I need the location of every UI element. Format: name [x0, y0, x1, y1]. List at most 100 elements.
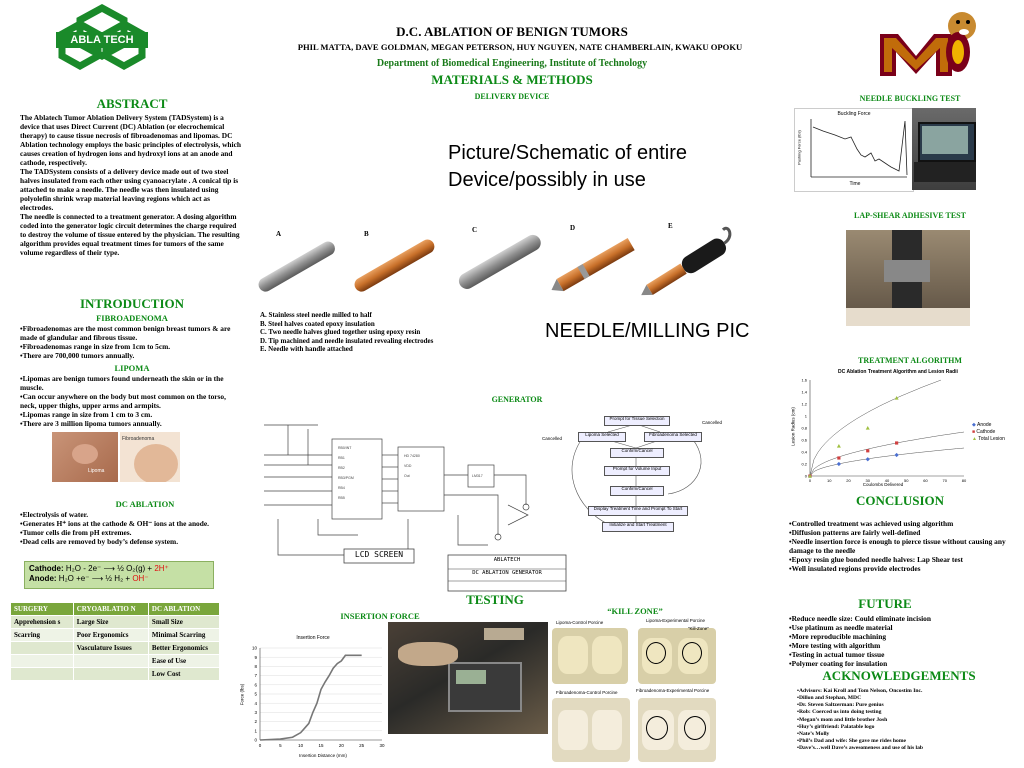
list-item: •Polymer coating for insulation — [789, 659, 888, 669]
acknowledgements-list: •Advisors: Kai Kroll and Tom Nelson, Onc… — [797, 688, 1011, 752]
needle-letter: D — [570, 224, 576, 232]
y-tick-label: 0 — [805, 474, 808, 479]
cathode-rhs: ½ O₂(g) + — [117, 564, 153, 573]
poster-authors: PHIL MATTA, DAVE GOLDMAN, MEGAN PETERSON… — [297, 42, 743, 52]
x-tick-label: 20 — [846, 478, 851, 483]
data-point-cathode — [866, 449, 870, 453]
x-tick-label: 10 — [827, 478, 832, 483]
needle-b — [354, 239, 435, 292]
list-item: •Generates H⁺ ions at the cathode & OH⁻ … — [20, 519, 209, 529]
cathode-product: 2H⁺ — [154, 564, 169, 573]
table-cell — [72, 654, 149, 668]
needle-e — [641, 226, 732, 296]
table-cell: Poor Ergonomics — [72, 628, 149, 642]
svg-text:RB5: RB5 — [338, 496, 345, 500]
abstract-paragraph: The needle is connected to a treatment g… — [20, 212, 240, 258]
umn-mascot-logo — [876, 4, 988, 80]
abstract-paragraph: The TADSystem consists of a delivery dev… — [20, 167, 239, 213]
conclusion-list: •Controlled treatment was achieved using… — [789, 519, 1011, 573]
table-cell — [10, 667, 74, 681]
needle-letter: E — [668, 222, 673, 230]
list-item: •Tumor cells die from pH extremes. — [20, 528, 132, 538]
flow-lipoma: Lipoma Selected — [578, 432, 626, 442]
introduction-heading: INTRODUCTION — [79, 296, 184, 311]
lap-shear-photo — [846, 230, 970, 326]
legend-item: ▲ Total Lesion — [972, 435, 1005, 442]
list-item: •Dr. Steven Saltzerman: Pure genius — [797, 702, 884, 709]
flow-cancelled-label: Cancelled — [542, 436, 563, 441]
x-tick-label: 10 — [298, 743, 304, 748]
table-cell: Better Ergonomics — [147, 641, 221, 655]
list-item: •Testing in actual tumor tissue — [789, 650, 885, 660]
future-heading: FUTURE — [858, 596, 912, 611]
needle-c — [458, 234, 541, 289]
flow-display: Display Treatment Time and Prompt To Sta… — [588, 506, 688, 516]
flow-confirm: Confirm/Cancel — [610, 448, 664, 458]
x-tick-label: 30 — [866, 478, 871, 483]
ablatech-logo: ABLA TECH — [52, 4, 152, 76]
abstract-heading: ABSTRACT — [96, 96, 168, 111]
cathode-lhs: H₂O - 2e⁻ — [65, 564, 102, 573]
list-item: •Huy’s girlfriend: Palatable logo — [797, 723, 875, 730]
list-item: •Can occur anywhere on the body but most… — [20, 392, 226, 411]
chart-title: Buckling Force — [837, 111, 871, 117]
y-tick-label: 1 — [254, 728, 257, 733]
chart-legend: ◆ Anode ■ Cathode ▲ Total Lesion — [972, 422, 1005, 442]
treatment-algorithm-heading: TREATMENT ALGORITHM — [858, 356, 962, 365]
lap-shear-heading: LAP-SHEAR ADHESIVE TEST — [854, 211, 966, 220]
svg-text:RB3/PGM: RB3/PGM — [338, 476, 354, 480]
table-cell: Ease of Use — [147, 654, 221, 668]
svg-text:VDD: VDD — [404, 464, 412, 468]
dc-ablation-heading: DC ABLATION — [115, 499, 175, 509]
cathode-equation: Cathode: H₂O - 2e⁻ ⟶ ½ O₂(g) + 2H⁺ — [29, 564, 169, 573]
kz-caption: Lipoma-Control Porcine — [556, 620, 604, 625]
fibroadenoma-heading: FIBROADENOMA — [96, 313, 168, 323]
y-tick-label: 0.4 — [801, 450, 807, 455]
data-point-total-lesion — [894, 396, 899, 400]
acknowledgements-heading: ACKNOWLEDGEMENTS — [822, 668, 976, 683]
svg-text:RB0/INT: RB0/INT — [338, 446, 352, 450]
future-list: •Reduce needle size: Could eliminate inc… — [789, 614, 1011, 668]
data-point-anode — [894, 452, 899, 458]
lipoma-photo: Lipoma — [52, 432, 118, 482]
x-tick-label: 15 — [318, 743, 324, 748]
kill-zone-marker: “Kill-Zone” — [688, 626, 709, 631]
trendline — [809, 379, 941, 477]
title-block-name: DC ABLATION GENERATOR — [472, 570, 542, 576]
data-point-cathode — [895, 441, 899, 445]
table-header: SURGERY — [10, 602, 74, 616]
buckling-chart: Buckling Force Time Pushing Force (lbs) — [794, 108, 914, 192]
data-point-anode — [865, 457, 870, 462]
legend-item: ■ Cathode — [972, 428, 996, 435]
flow-volume: Prompt for Volume Input — [604, 466, 670, 476]
cathode-label: Cathode — [29, 564, 61, 573]
list-item: B. Steel halves coated epoxy insulation — [260, 319, 375, 328]
chart-title: Insertion Force — [296, 635, 330, 641]
chart-ylabel: Force (lbs) — [239, 683, 245, 706]
generator-heading: GENERATOR — [491, 395, 543, 404]
needle-illustrations: A B C D E — [256, 220, 756, 300]
buckling-test-photo — [912, 108, 976, 190]
list-item: •Phil’s Dad and wife: She gave me rides … — [797, 738, 906, 745]
table-cell — [10, 654, 74, 668]
list-item: A. Stainless steel needle milled to half — [260, 311, 372, 319]
lipoma-control-photo — [552, 628, 628, 684]
list-item: •More reproducible machining — [789, 632, 887, 642]
trendline — [809, 431, 965, 477]
kill-zone-photos: Lipoma-Control Porcine Lipoma-Experiment… — [552, 618, 716, 766]
anode-label: Anode — [29, 574, 54, 584]
table-cell — [10, 641, 74, 655]
needle-letter: B — [364, 230, 369, 238]
list-item: •Fibroadenomas are the most common benig… — [20, 324, 231, 343]
chart-title: DC Ablation Treatment Algorithm and Lesi… — [838, 369, 958, 375]
x-tick-label: 60 — [923, 478, 928, 483]
svg-text:LM317: LM317 — [472, 474, 483, 478]
lipoma-list: •Lipomas are benign tumors found underne… — [20, 374, 242, 428]
y-tick-label: 10 — [252, 646, 258, 651]
list-item: •Advisors: Kai Kroll and Tom Nelson, Onc… — [797, 688, 923, 694]
title-block-company: ABLATECH — [493, 557, 521, 563]
chart-ylabel: Lesion Radius (cm) — [790, 407, 796, 446]
list-item: •Lipomas range in size from 1 cm to 3 cm… — [20, 410, 153, 420]
